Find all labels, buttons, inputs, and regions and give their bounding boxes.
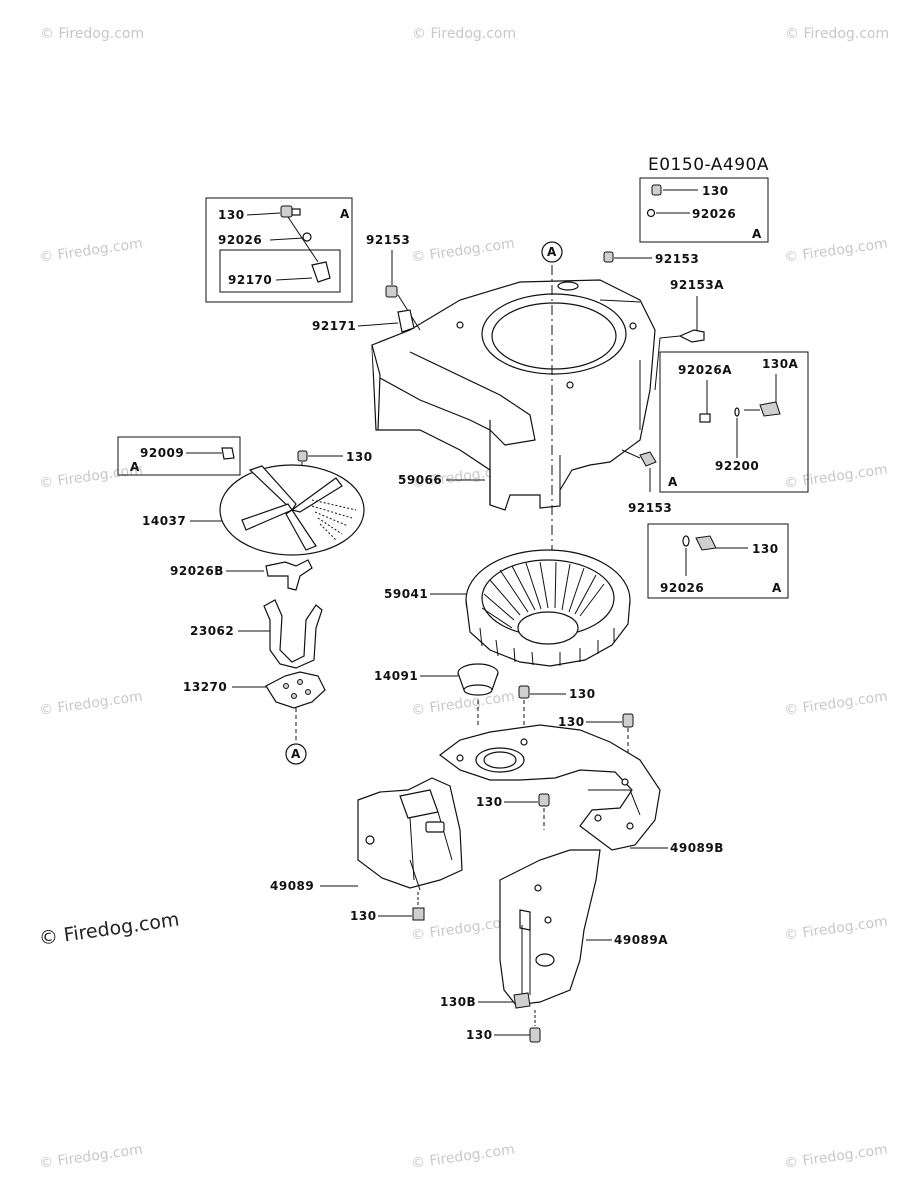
bolt-icon [759, 401, 781, 417]
part-label-59041: 59041 [384, 587, 428, 601]
part-label-49089B: 49089B [670, 841, 724, 855]
watermark: © Firedog.com [783, 236, 888, 266]
watermark: © Firedog.com [412, 26, 516, 42]
watermark: © Firedog.com [38, 462, 143, 492]
bolt-icon [603, 251, 614, 263]
part-label-49089A: 49089A [614, 933, 668, 947]
part-label-92026: 92026 [660, 581, 704, 595]
inset-box-left: A 92009 [117, 436, 241, 476]
ref-marker: A [668, 475, 678, 489]
plate [265, 671, 326, 709]
bolt-icon [529, 1027, 541, 1043]
ref-marker: A [130, 460, 140, 474]
ref-marker: A [752, 227, 762, 241]
grommet-icon [397, 309, 415, 333]
watermark: © Firedog.com [40, 26, 144, 42]
watermark: © Firedog.com [38, 236, 143, 266]
part-label-92170: 92170 [228, 273, 272, 287]
part-label-92026A: 92026A [678, 363, 732, 377]
bolt-icon [651, 184, 662, 196]
part-label-92153: 92153 [366, 233, 410, 247]
bolt-icon [280, 205, 301, 218]
left-shroud [357, 777, 463, 891]
watermark: © Firedog.com [410, 689, 515, 719]
blower-housing [371, 279, 656, 511]
clip-icon [311, 261, 331, 283]
watermark: © Firedog.com [785, 26, 889, 42]
flywheel [465, 549, 631, 667]
watermark: © Firedog.com [410, 236, 515, 266]
ref-marker: A [547, 245, 557, 259]
part-label-14091: 14091 [374, 669, 418, 683]
part-label-130: 130 [752, 542, 779, 556]
part-label-92200: 92200 [715, 459, 759, 473]
watermark: © Firedog.com [38, 689, 143, 719]
watermark: © Firedog.com [783, 914, 888, 944]
ref-marker: A [340, 207, 350, 221]
part-label-92026B: 92026B [170, 564, 224, 578]
bolt-icon [385, 285, 398, 298]
washer-icon [646, 208, 656, 218]
diagram-code: E0150-A490A [648, 155, 769, 175]
watermark: © Firedog.com [783, 689, 888, 719]
part-label-14037: 14037 [142, 514, 186, 528]
part-label-13270: 13270 [183, 680, 227, 694]
inset-box-top-left: A 130 92026 92170 [205, 197, 353, 303]
spacer-plate [265, 559, 313, 591]
bolt-icon [678, 329, 705, 343]
part-label-92026: 92026 [692, 207, 736, 221]
part-label-130: 130 [476, 795, 503, 809]
copyright-notice: © Firedog.com [38, 908, 181, 949]
part-label-92153: 92153 [628, 501, 672, 515]
watermark: © Firedog.com [783, 1142, 888, 1172]
bolt-icon [412, 907, 425, 921]
inset-box-right: A 92026A 130A 92200 [659, 351, 809, 493]
part-label-92153A: 92153A [670, 278, 724, 292]
inset-box-mid-right: A 92026 130 [647, 523, 789, 599]
bolt-icon [513, 992, 531, 1009]
inset-box-top-right: A 130 92026 [639, 177, 769, 243]
baffle-plate [439, 724, 661, 851]
cup [457, 663, 499, 696]
part-label-130B: 130B [440, 995, 476, 1009]
bolt-icon [297, 450, 308, 462]
bolt-icon [518, 685, 530, 699]
washer-icon [682, 535, 690, 547]
bracket [263, 599, 323, 669]
watermark: © Firedog.com [38, 1142, 143, 1172]
bolt-icon [639, 451, 657, 467]
lower-shroud [499, 849, 601, 1006]
part-label-92153: 92153 [655, 252, 699, 266]
rotating-screen [219, 464, 365, 556]
part-label-130: 130 [466, 1028, 493, 1042]
part-label-130: 130 [569, 687, 596, 701]
part-label-130A: 130A [762, 357, 799, 371]
part-label-23062: 23062 [190, 624, 234, 638]
part-label-130: 130 [702, 184, 729, 198]
ref-marker: A [291, 747, 301, 761]
part-label-92026: 92026 [218, 233, 262, 247]
washer-icon [302, 232, 312, 242]
bolt-icon [622, 713, 634, 728]
bolt-icon [538, 793, 550, 807]
watermark: © Firedog.com [783, 462, 888, 492]
ref-marker-circle [541, 241, 563, 263]
part-label-130: 130 [558, 715, 585, 729]
washer-icon [734, 407, 740, 417]
screw-icon [221, 447, 235, 460]
part-label-92009: 92009 [140, 446, 184, 460]
ref-marker: A [772, 581, 782, 595]
part-label-130: 130 [350, 909, 377, 923]
part-label-130: 130 [218, 208, 245, 222]
bolt-icon [695, 535, 717, 551]
sleeve-icon [699, 413, 711, 423]
part-label-59066: 59066 [398, 473, 442, 487]
ref-marker-circle [285, 743, 307, 765]
watermark: © Firedog.com [410, 1142, 515, 1172]
part-label-49089: 49089 [270, 879, 314, 893]
part-label-92171: 92171 [312, 319, 356, 333]
part-label-130: 130 [346, 450, 373, 464]
